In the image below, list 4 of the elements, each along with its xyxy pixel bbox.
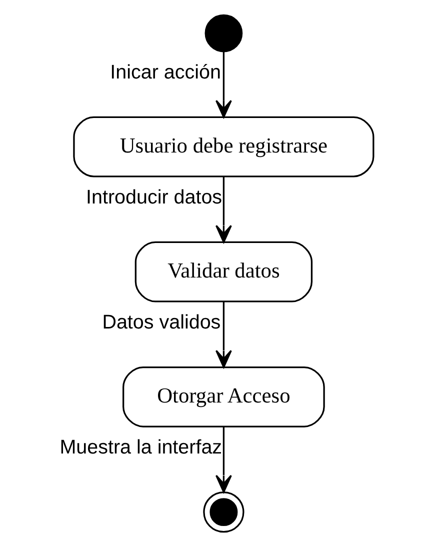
edge-label: Inicar acción [110, 62, 220, 84]
edge-label: Introducir datos [86, 186, 222, 208]
edge-label: Datos validos [102, 311, 220, 334]
edge-label: Muestra la interfaz [59, 436, 222, 459]
